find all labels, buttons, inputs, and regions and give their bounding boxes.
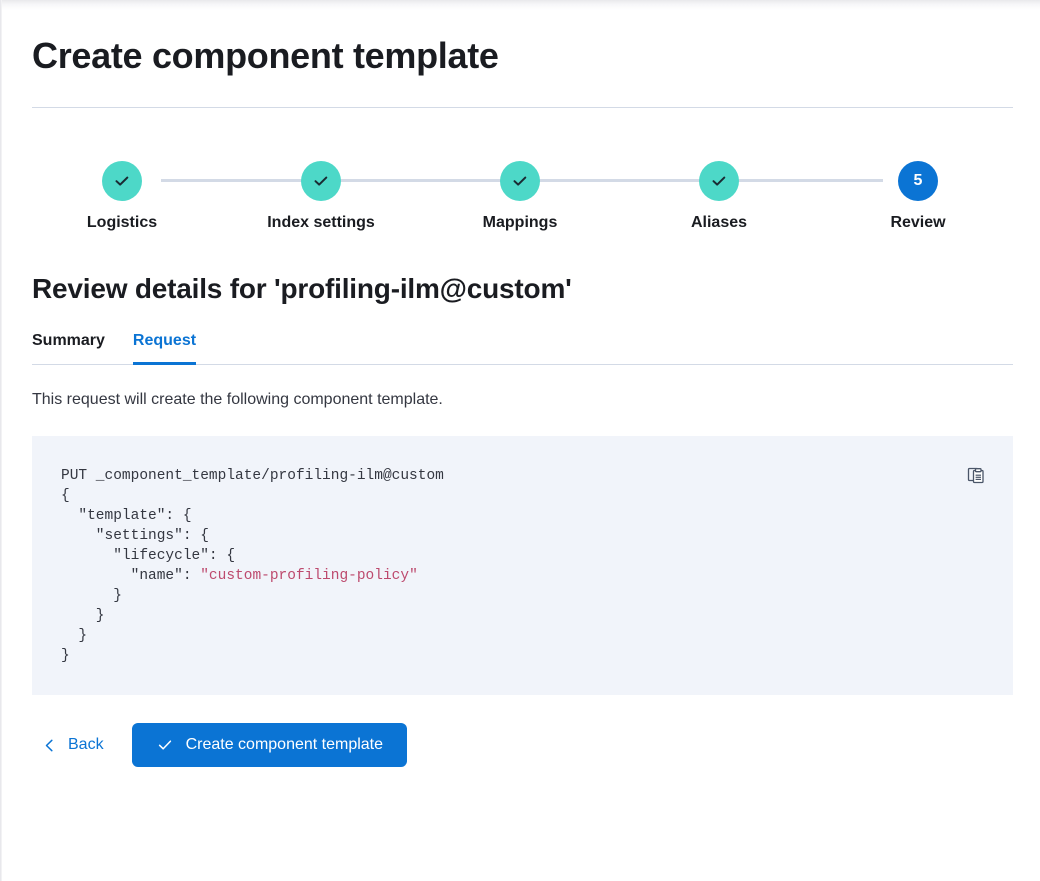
request-code-panel: PUT _component_template/profiling-ilm@cu… [32,436,1013,695]
step-4-status-complete[interactable] [699,161,739,201]
header-divider [32,107,1013,108]
step-1-label: Logistics [86,214,158,231]
create-component-template-button[interactable]: Create component template [131,723,408,767]
code-method-line: PUT _component_template/profiling-ilm@cu… [61,468,444,484]
step-3-status-complete[interactable] [500,161,540,201]
tabs-divider [32,364,1013,365]
code-line-settings: "settings": { [61,528,209,544]
wizard-stepper: Logistics Index settings Mappings [32,161,1008,241]
step-2-label: Index settings [267,214,375,231]
copy-clipboard-icon [967,467,984,484]
review-heading: Review details for 'profiling-ilm@custom… [32,273,572,304]
code-line-lifecycle: "lifecycle": { [61,548,236,564]
code-line-close-1: } [61,588,122,604]
page-title: Create component template [32,35,499,76]
wizard-footer: Back Create component template [32,723,1008,767]
code-line-open-brace: { [61,488,70,504]
code-line-close-3: } [61,628,88,644]
chevron-left-icon [45,739,53,751]
step-2-status-complete[interactable] [301,161,341,201]
step-4-label: Aliases [690,214,748,231]
code-name-value: "custom-profiling-policy" [200,568,418,584]
check-icon [115,176,129,186]
code-line-name-key: "name": [61,568,201,584]
check-icon [712,176,726,186]
copy-to-clipboard-button[interactable] [964,463,988,487]
request-code-block: PUT _component_template/profiling-ilm@cu… [32,436,1013,666]
step-5-number-badge[interactable]: 5 [898,161,938,201]
check-icon [513,176,527,186]
back-button-label: Back [68,736,104,753]
review-tabs: Summary Request [32,332,1008,365]
back-button[interactable]: Back [32,730,114,760]
step-1-status-complete[interactable] [102,161,142,201]
code-line-close-2: } [61,608,105,624]
check-icon [158,740,171,750]
request-description: This request will create the following c… [32,391,443,408]
tab-summary[interactable]: Summary [32,332,105,349]
code-line-template: "template": { [61,508,192,524]
create-component-template-button-label: Create component template [185,736,384,753]
step-5-label: Review [890,214,946,231]
tab-request[interactable]: Request [132,332,197,365]
step-3-label: Mappings [482,214,558,231]
code-line-close-4: } [61,648,70,664]
check-icon [314,176,328,186]
